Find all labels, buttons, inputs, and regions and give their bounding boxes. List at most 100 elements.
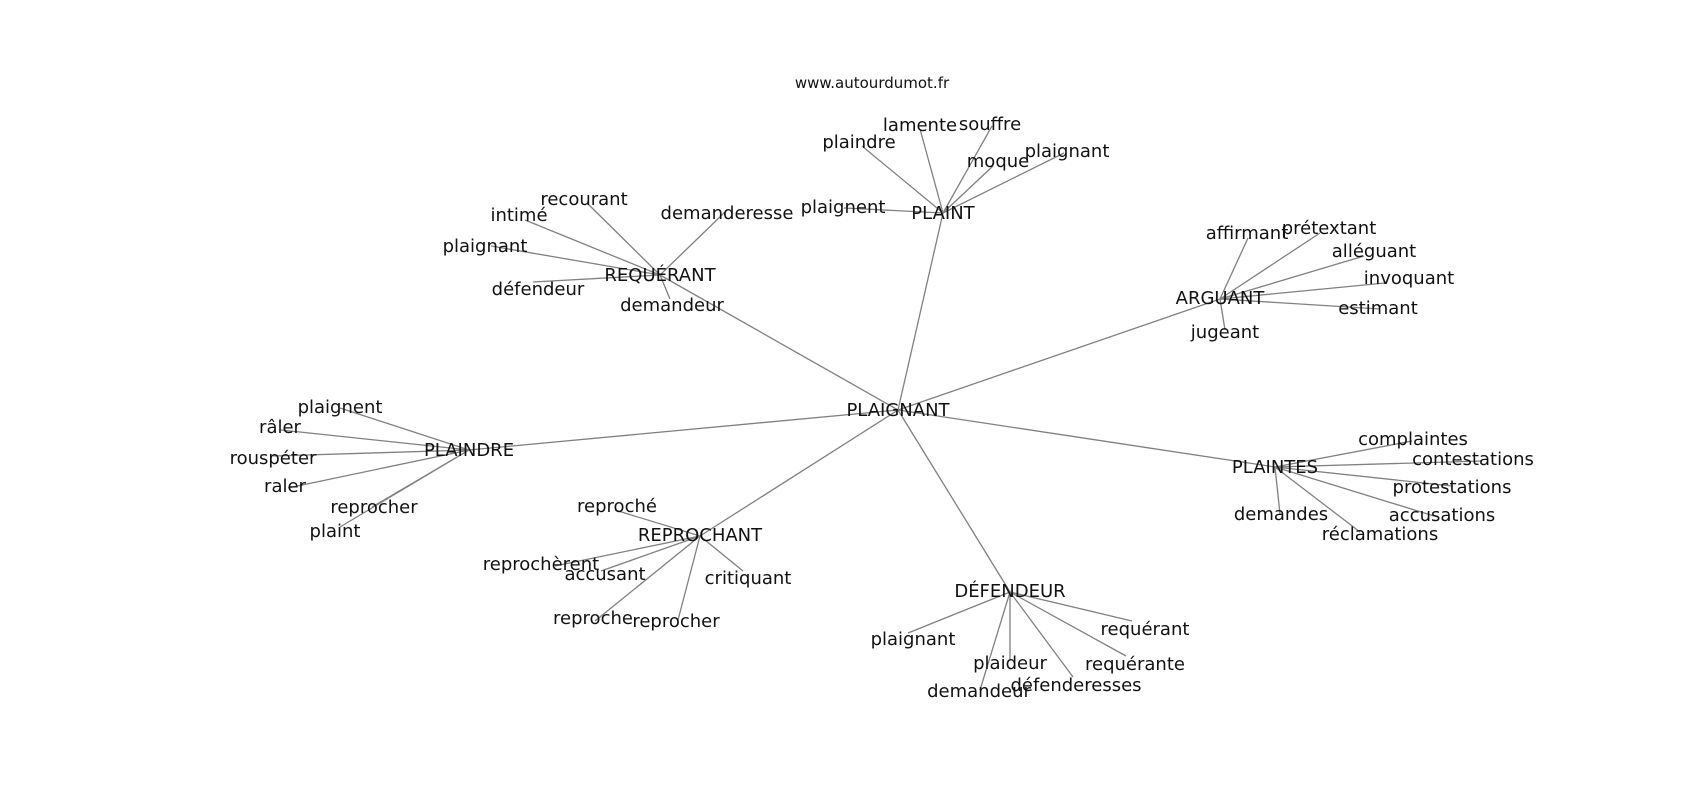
edge-defendeur-leaf [907,591,1011,634]
hub-node-defendeur: DÉFENDEUR [954,580,1065,602]
hub-node-plaindre: PLAINDRE [424,440,514,461]
edge-root-arguant [897,298,1221,411]
leaf-node-requerant: intimé [490,205,547,226]
leaf-node-reprochant: critiquant [705,568,792,589]
graph-edges [272,125,1483,691]
edge-reprochant-leaf [677,535,701,621]
edge-root-plaintes [897,409,1276,468]
edge-plaintes-leaf [1274,440,1413,468]
edge-reprochant-leaf [600,535,701,572]
site-label: www.autourdumot.fr [795,74,950,92]
edge-plaindre-leaf [287,449,470,489]
leaf-node-plaindre: reprocher [330,497,418,518]
edge-plaint-leaf [942,152,1065,214]
leaf-node-arguant: invoquant [1364,268,1454,289]
leaf-node-defendeur: requérante [1085,654,1185,675]
edge-arguant-leaf [1219,282,1386,300]
leaf-node-arguant: jugeant [1190,322,1259,343]
leaf-node-plaindre: raler [264,476,307,497]
hub-node-requerant: REQUÉRANT [604,264,716,286]
leaf-node-plaintes: accusations [1389,505,1496,526]
leaf-node-requerant: défendeur [492,279,585,300]
edge-reprochant-leaf [594,535,701,622]
hub-node-plaint: PLAINT [911,203,975,224]
edge-root-defendeur [897,409,1011,593]
edge-requerant-leaf [532,274,661,283]
leaf-node-reprochant: reproche [553,608,633,629]
leaf-node-plaint: plaindre [822,132,895,153]
edge-root-plaint [897,212,944,411]
root-node-label: PLAIGNANT [846,400,950,421]
edge-plaint-leaf [843,207,944,214]
leaf-node-plaintes: complaintes [1358,429,1468,450]
leaf-node-plaintes: protestations [1393,477,1512,498]
leaf-node-plaindre: plaint [310,521,361,542]
edge-plaintes-leaf [1274,466,1453,487]
edge-defendeur-leaf [1009,591,1133,622]
edge-requerant-leaf [490,245,661,276]
edge-plaintes-leaf [1274,460,1483,468]
edge-defendeur-leaf [1009,591,1074,678]
edge-plaindre-leaf [280,429,470,451]
leaf-node-plaindre: rouspéter [230,448,317,469]
leaf-node-plaindre: râler [259,417,302,438]
edge-plaint-leaf [942,125,993,214]
leaf-node-reprochant: reproché [577,496,657,517]
leaf-node-arguant: prétextant [1282,218,1377,239]
edge-plaint-leaf [861,145,944,214]
edge-reprochant-leaf [554,535,701,567]
edge-arguant-leaf [1219,232,1321,300]
edge-arguant-leaf [1219,255,1365,300]
leaf-node-reprochant: accusant [564,564,645,585]
edge-requerant-leaf [524,219,661,276]
edge-arguant-leaf [1219,298,1381,310]
edge-plaindre-leaf [339,449,470,528]
edge-plaint-leaf [919,128,944,214]
edge-reprochant-leaf [614,509,701,537]
edge-plaindre-leaf [339,407,470,451]
edge-plaint-leaf [942,165,994,214]
edge-plaintes-leaf [1274,466,1361,533]
leaf-node-defendeur: défenderesses [1010,675,1141,696]
edge-requerant-leaf [586,202,661,276]
edge-plaintes-leaf [1274,466,1281,515]
leaf-node-reprochant: reprocher [632,611,720,632]
leaf-node-plaint: plaignant [1025,141,1110,162]
edge-root-reprochant [699,409,899,537]
leaf-node-arguant: alléguant [1332,241,1416,262]
edge-plaindre-leaf [272,449,470,457]
leaf-node-plaint: lamente [883,115,957,136]
edge-root-plaindre [468,409,899,451]
hub-node-plaintes: PLAINTES [1232,457,1318,478]
leaf-node-requerant: recourant [540,189,627,210]
leaf-node-plaintes: contestations [1412,449,1534,470]
edge-root-requerant [659,274,899,411]
edge-defendeur-leaf [1009,591,1127,657]
edge-requerant-leaf [659,274,671,300]
leaf-node-plaint: plaignent [801,197,886,218]
edge-plaintes-leaf [1274,466,1435,517]
leaf-node-plaintes: demandes [1234,504,1328,525]
leaf-node-arguant: affirmant [1206,223,1289,244]
leaf-node-requerant: demanderesse [661,203,794,224]
leaf-node-requerant: demandeur [620,295,724,316]
leaf-node-defendeur: plaideur [973,653,1047,674]
edge-reprochant-leaf [699,535,744,572]
leaf-node-defendeur: demandeur [927,681,1031,702]
leaf-node-defendeur: plaignant [871,629,956,650]
leaf-node-requerant: plaignant [443,236,528,257]
leaf-node-plaintes: réclamations [1322,524,1438,545]
edge-arguant-leaf [1219,298,1226,331]
leaf-node-reprochant: reprochèrent [483,554,599,575]
leaf-node-defendeur: requérant [1101,619,1190,640]
edge-requerant-leaf [659,211,726,276]
hub-node-reprochant: REPROCHANT [638,525,763,546]
leaf-node-plaint: moque [967,151,1029,172]
hub-node-arguant: ARGUANT [1176,288,1266,309]
leaf-node-plaint: souffre [959,114,1021,135]
edge-arguant-leaf [1219,237,1249,300]
edge-defendeur-leaf [979,591,1011,691]
leaf-node-plaindre: plaignent [298,397,383,418]
